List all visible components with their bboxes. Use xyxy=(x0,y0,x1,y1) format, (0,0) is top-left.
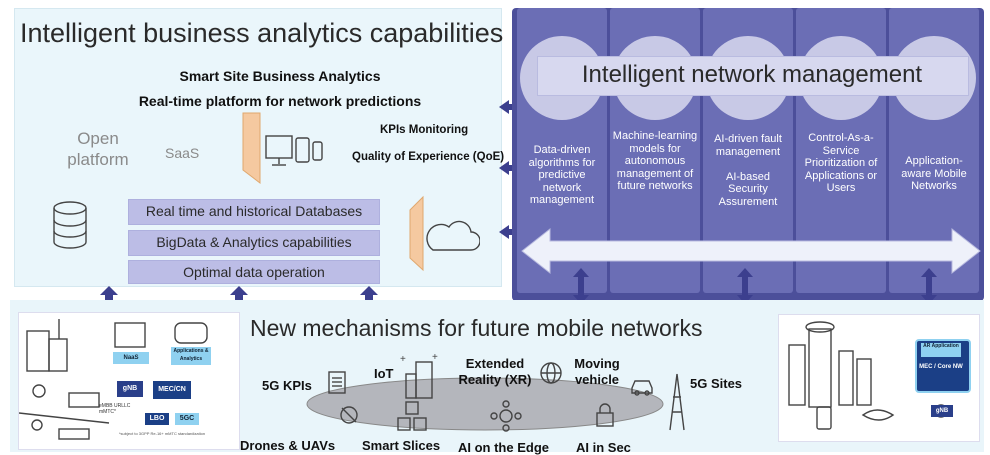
network-title: Intelligent network management xyxy=(581,61,923,88)
apps-box: Applications & Analytics xyxy=(171,347,211,365)
label-xr: Extended Reality (XR) xyxy=(458,356,532,387)
column-1-text: Data-driven algorithms for predictive ne… xyxy=(528,144,596,206)
right-illustration: AR Application MEC / Core NW gNB xyxy=(778,314,980,442)
sgc-box: 5GC xyxy=(175,413,199,425)
database-icon xyxy=(53,201,87,249)
label-drones: Drones & UAVs xyxy=(240,438,336,453)
right-gnb-box: gNB xyxy=(931,405,953,417)
document-icon xyxy=(328,371,346,394)
vertical-arrow-3 xyxy=(921,268,937,304)
network-title-box xyxy=(537,56,969,96)
open-platform-label: Open platform xyxy=(67,129,129,169)
analytics-subtitle-1: Smart Site Business Analytics xyxy=(179,68,381,84)
lbo-box: LBO xyxy=(145,413,169,425)
tower-icon xyxy=(669,373,685,431)
saas-label: SaaS xyxy=(165,145,200,161)
embb-label: eMBB URLLC mMTC* xyxy=(99,403,131,415)
label-ai-edge: AI on the Edge xyxy=(458,440,549,455)
kpis-monitoring-label: KPIs Monitoring xyxy=(380,124,469,136)
edge-network-icon xyxy=(490,400,522,432)
bottom-title: New mechanisms for future mobile network… xyxy=(250,315,703,341)
db-bar-bigdata: BigData & Analytics capabilities xyxy=(128,230,380,256)
city-network-icon xyxy=(19,319,208,440)
column-2-text: Machine-learning models for autonomous m… xyxy=(612,130,698,192)
analytics-title: Intelligent business analytics capabilit… xyxy=(20,18,504,48)
footnote: *subject to 3GPP Re-16+ mMTC standardiza… xyxy=(119,431,206,436)
horizontal-double-arrow xyxy=(521,227,981,275)
devices-icon xyxy=(242,112,323,185)
platform-ellipse xyxy=(306,377,664,431)
left-illustration: NaaS Applications & Analytics gNB MEC/CN… xyxy=(18,312,240,450)
globe-icon xyxy=(540,362,562,384)
mec-box: MEC/CN xyxy=(153,381,191,399)
vertical-arrow-1 xyxy=(573,268,589,304)
label-ai-sec: AI in Sec xyxy=(576,440,631,455)
vertical-arrow-2 xyxy=(737,268,753,304)
mec-core-label: MEC / Core NW xyxy=(919,364,963,370)
satellite-icon xyxy=(340,406,358,424)
label-5g-sites: 5G Sites xyxy=(690,376,743,391)
svg-text:+: + xyxy=(400,354,406,365)
analytics-subtitle-2: Real-time platform for network predictio… xyxy=(138,93,422,109)
up-arrows xyxy=(100,286,378,304)
lock-icon xyxy=(596,403,614,427)
label-5g-kpis: 5G KPIs xyxy=(262,378,312,393)
naas-box: NaaS xyxy=(113,352,149,364)
iot-building-icon: ++ xyxy=(400,352,438,399)
column-3-text: AI-driven fault management AI-based Secu… xyxy=(714,133,782,208)
cloud-icon xyxy=(409,195,480,272)
qoe-label: Quality of Experience (QoE) xyxy=(352,151,505,163)
db-bar-realtime: Real time and historical Databases xyxy=(128,199,380,225)
gnb-box: gNB xyxy=(117,381,143,397)
slices-cube-icon xyxy=(397,401,427,431)
label-vehicle: Moving vehicle xyxy=(574,356,620,387)
ar-app-box: AR Application xyxy=(921,343,961,357)
svg-text:+: + xyxy=(432,352,438,363)
label-smart-slices: Smart Slices xyxy=(362,438,441,453)
column-4-text: Control-As-a-Service Prioritization of A… xyxy=(804,132,878,194)
db-bar-optimal: Optimal data operation xyxy=(128,260,380,284)
column-5-text: Application-aware Mobile Networks xyxy=(901,155,967,192)
car-icon xyxy=(631,380,653,396)
label-iot: IoT xyxy=(374,366,394,381)
